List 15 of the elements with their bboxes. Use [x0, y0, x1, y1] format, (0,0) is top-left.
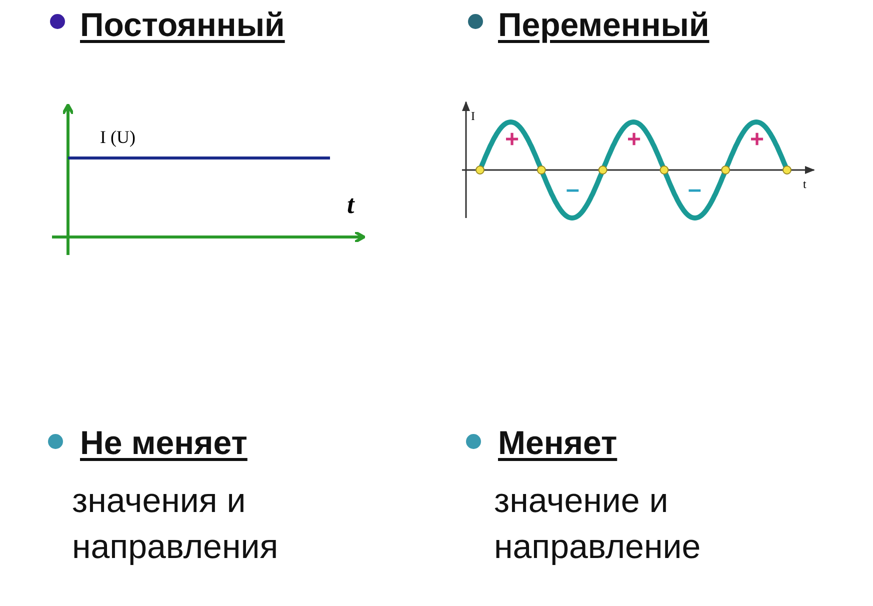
axis-label: t: [803, 178, 806, 190]
description-text: значения и направления: [72, 481, 280, 568]
description-text: значение и направление: [494, 481, 702, 568]
axis-label: t: [347, 192, 354, 218]
axis-label: I (U): [100, 128, 136, 146]
heading: Постоянный: [80, 8, 285, 41]
minus-sign: –: [566, 178, 580, 202]
heading: Не меняет: [80, 426, 248, 459]
minus-sign: –: [688, 178, 702, 202]
plus-sign: +: [627, 128, 642, 152]
plus-sign: +: [505, 128, 520, 152]
heading: Меняет: [498, 426, 618, 459]
plus-sign: +: [750, 128, 764, 152]
heading: Переменный: [498, 8, 710, 41]
axis-label: I: [471, 110, 475, 122]
